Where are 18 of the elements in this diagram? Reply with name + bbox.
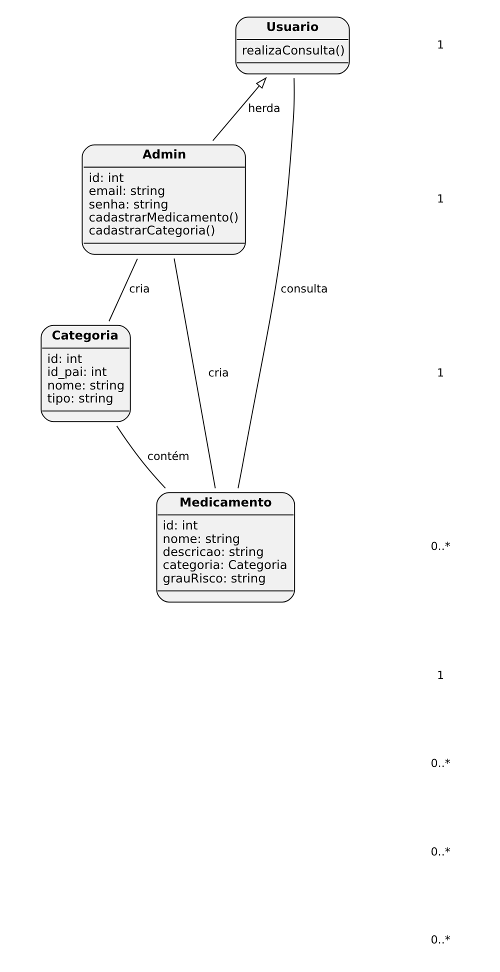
label: 0..* bbox=[430, 933, 450, 946]
label: 0..* bbox=[430, 757, 450, 770]
label: 1 bbox=[436, 366, 444, 380]
label: 0..* bbox=[430, 540, 450, 554]
arrow bbox=[212, 76, 266, 142]
connector bbox=[108, 258, 138, 322]
edge-label: herda bbox=[248, 102, 280, 116]
label: 1 bbox=[436, 192, 444, 206]
edge-label: contém bbox=[146, 450, 189, 463]
edge-label: consulta bbox=[280, 282, 328, 296]
edge-label: cria bbox=[208, 366, 228, 380]
label: 0..* bbox=[430, 845, 450, 858]
connector bbox=[116, 426, 166, 489]
label: 1 bbox=[436, 38, 444, 52]
connector bbox=[237, 78, 294, 488]
label: 1 bbox=[436, 668, 444, 682]
connector bbox=[173, 258, 216, 488]
edge-label: cria bbox=[128, 282, 150, 296]
